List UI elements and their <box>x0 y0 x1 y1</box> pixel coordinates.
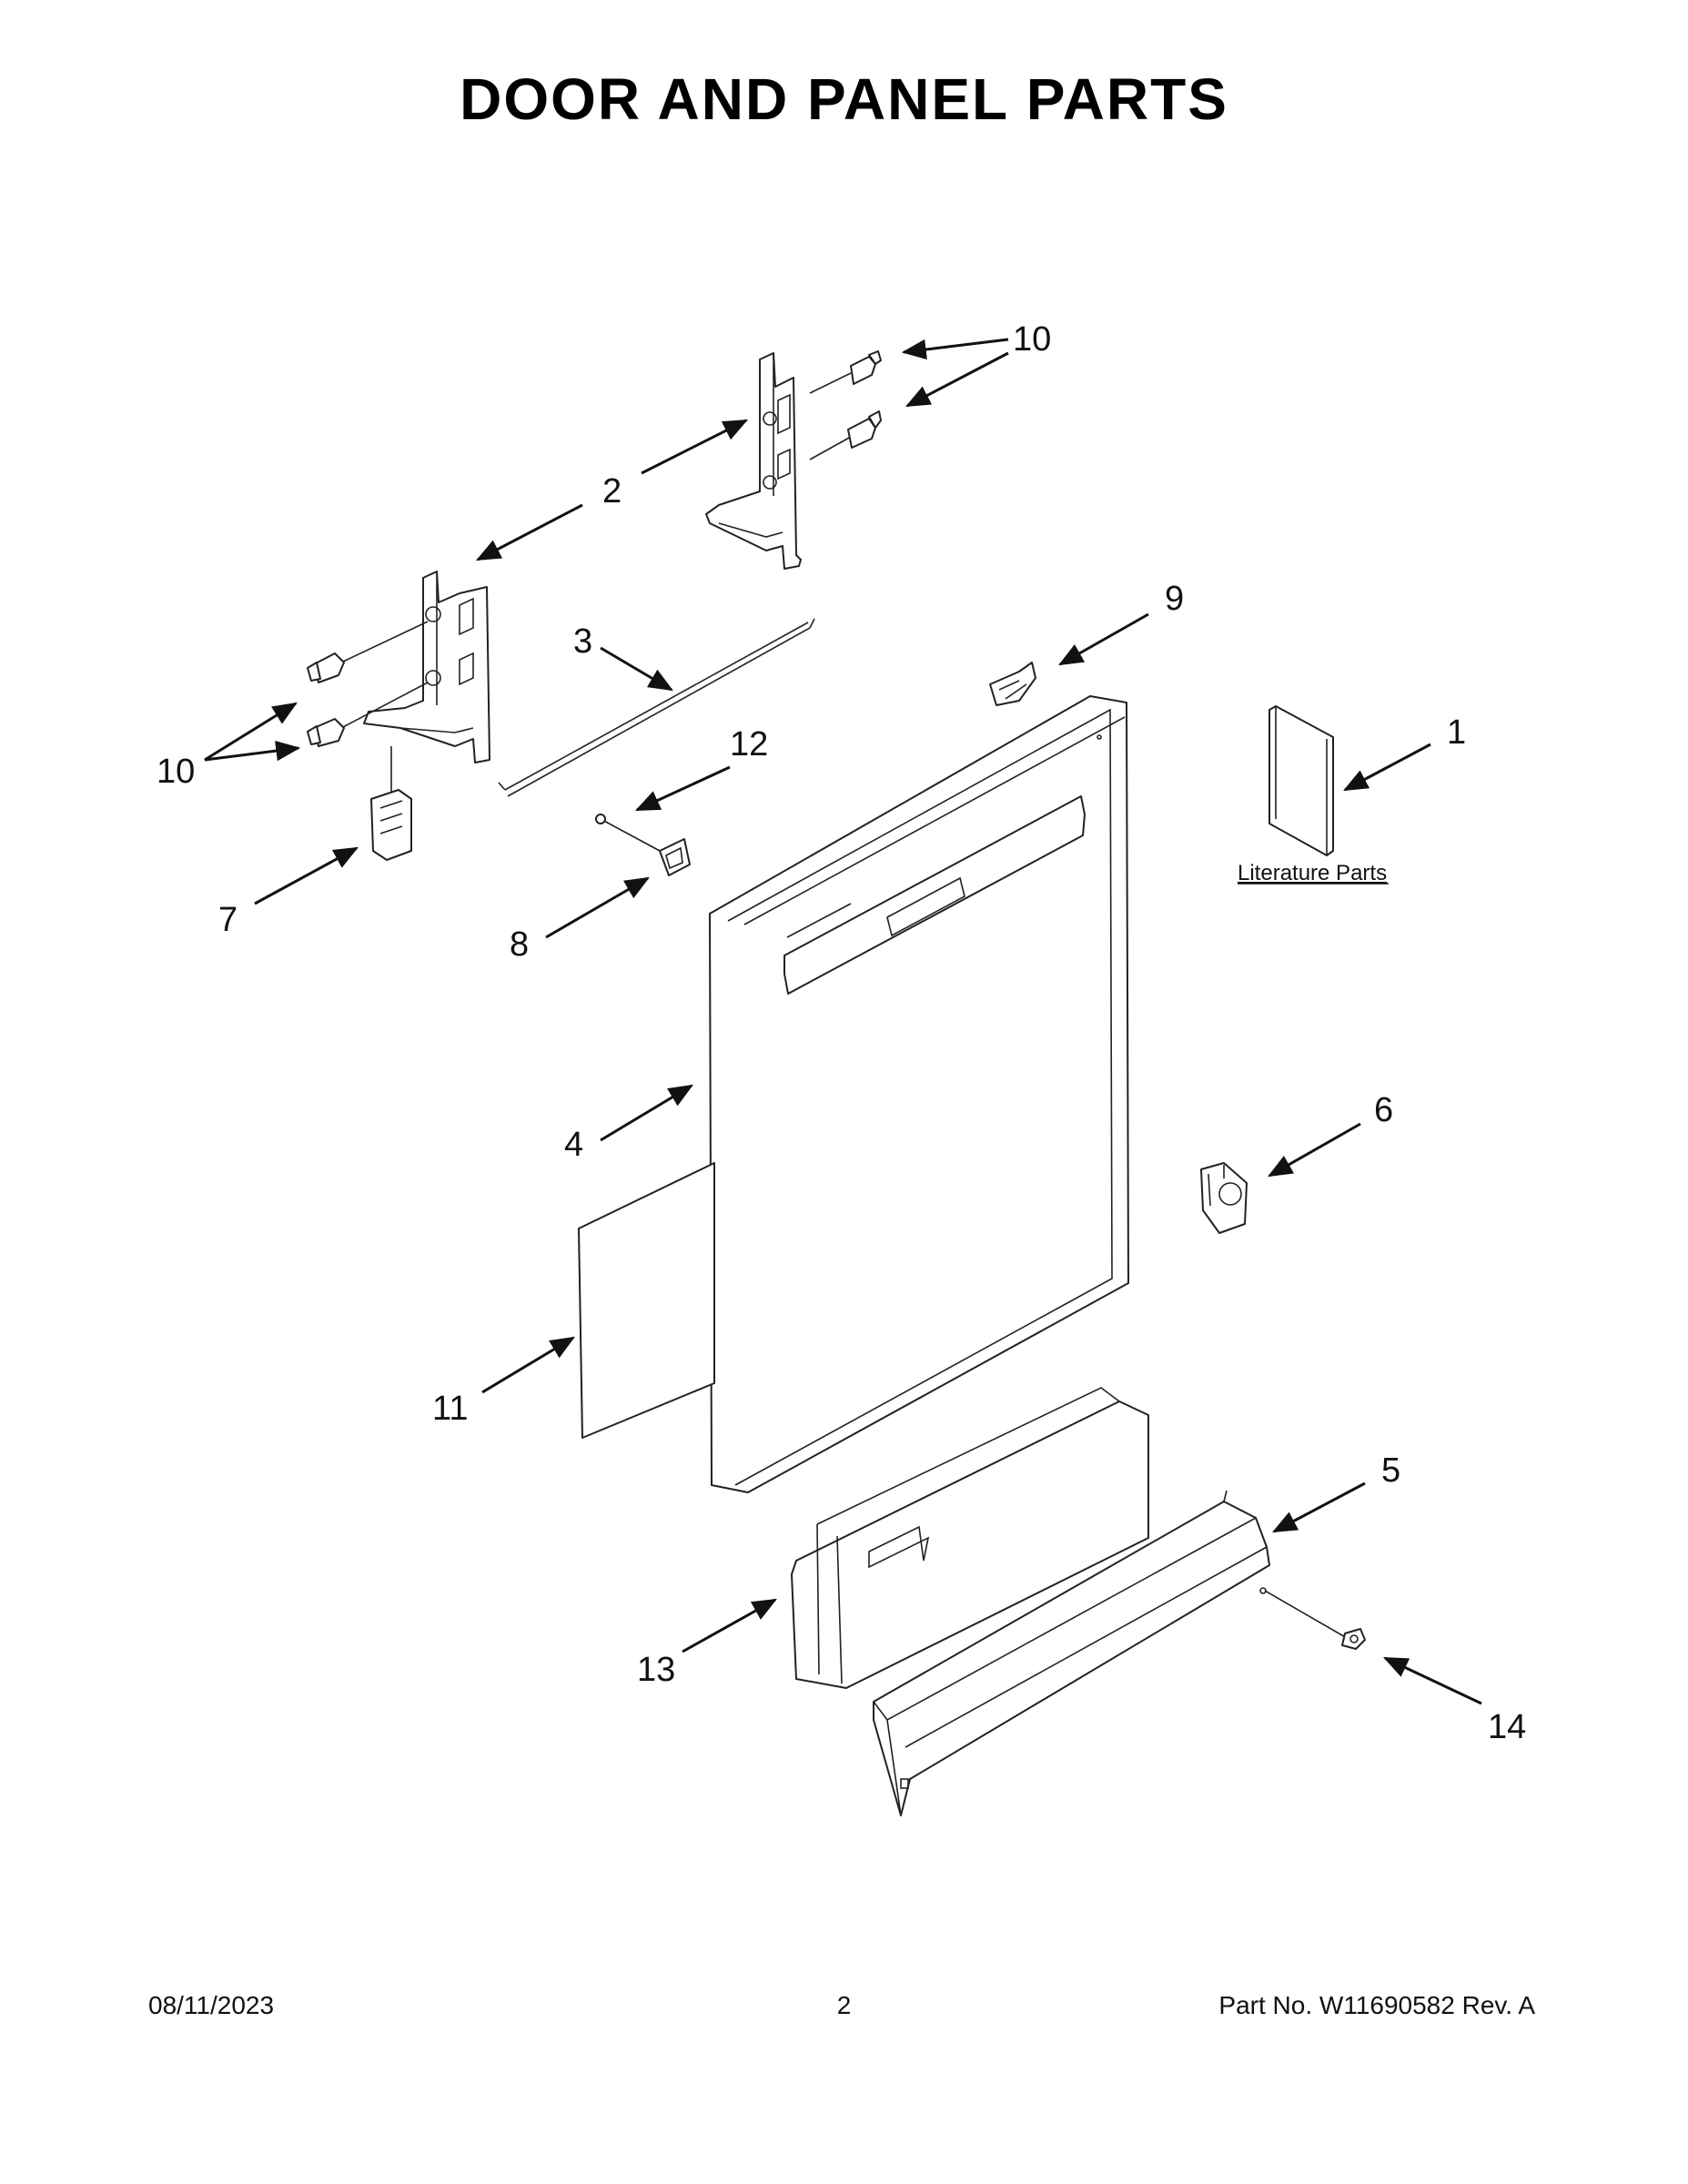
part-hinge-screw-upper-1[interactable] <box>809 350 882 394</box>
part-hinge-screw-upper-2[interactable] <box>809 410 882 460</box>
callout-13: 13 <box>637 1651 675 1689</box>
part-door-latch[interactable] <box>659 838 691 876</box>
part-door-hinge-clip[interactable] <box>1200 1162 1248 1234</box>
footer-date: 08/11/2023 <box>148 1991 275 2019</box>
callout-9: 9 <box>1165 580 1184 618</box>
part-hinge-screw-lower-2[interactable] <box>307 682 429 747</box>
callout-4: 4 <box>564 1126 583 1164</box>
callout-1: 1 <box>1447 713 1466 752</box>
callout-3: 3 <box>573 622 592 661</box>
callout-10-upper: 10 <box>1013 320 1051 359</box>
callout-10-lower: 10 <box>157 753 195 791</box>
part-toe-panel-screw[interactable] <box>1264 1590 1366 1650</box>
part-latch-screw[interactable] <box>595 814 661 852</box>
literature-parts-label: Literature Parts <box>1238 861 1387 885</box>
part-door-link-rod[interactable] <box>498 618 815 797</box>
part-hinge-bracket-left[interactable] <box>363 571 490 763</box>
callout-7: 7 <box>218 901 238 939</box>
callout-2: 2 <box>602 472 622 511</box>
callout-12: 12 <box>730 725 768 763</box>
part-hinge-screw-lower-1[interactable] <box>307 621 429 683</box>
callout-5: 5 <box>1381 1451 1400 1490</box>
part-hinge-bracket-right[interactable] <box>705 352 802 570</box>
callout-arrows <box>204 338 1482 1705</box>
footer-page-number: 2 <box>836 1991 852 2019</box>
callout-14: 14 <box>1488 1708 1526 1746</box>
part-literature[interactable] <box>1269 705 1334 856</box>
part-door-insulation[interactable] <box>578 1162 715 1439</box>
page-title: DOOR AND PANEL PARTS <box>460 66 1228 132</box>
part-door-panel[interactable] <box>709 695 1129 1493</box>
part-hinge-cap[interactable] <box>370 746 412 861</box>
callout-6: 6 <box>1374 1091 1393 1129</box>
part-toe-panel-insulation[interactable] <box>791 1387 1149 1689</box>
part-toe-panel[interactable] <box>873 1490 1270 1816</box>
footer-part-number: Part No. W11690582 Rev. A <box>1218 1991 1535 2019</box>
callout-11: 11 <box>432 1390 468 1428</box>
part-door-switch[interactable] <box>989 662 1036 706</box>
callout-8: 8 <box>510 925 529 964</box>
